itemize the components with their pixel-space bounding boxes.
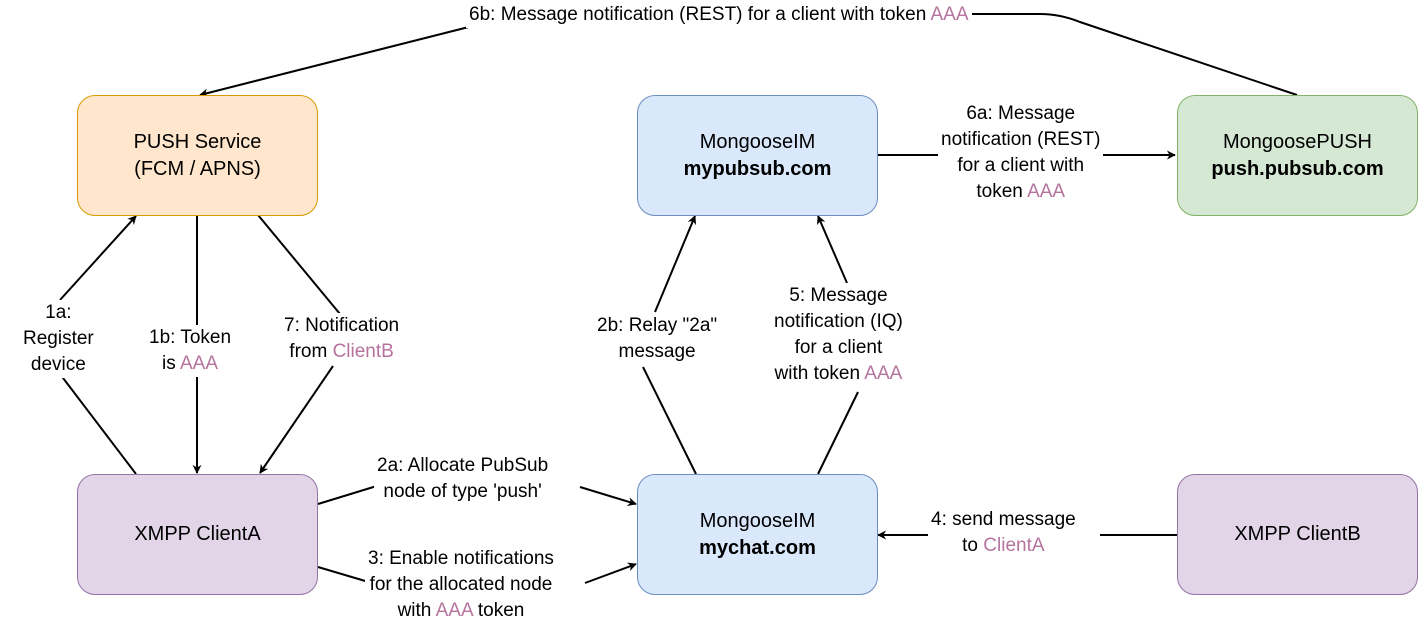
- mongooseim-pubsub-node[interactable]: MongooseIM mypubsub.com: [637, 95, 878, 216]
- mongooseim-chat-title: MongooseIM: [699, 509, 816, 532]
- mongoosepush-node[interactable]: MongoosePUSH push.pubsub.com: [1177, 95, 1418, 216]
- edge-label-1b: 1b: Token is AAA: [146, 325, 235, 377]
- edge-label-1a-line3: device: [30, 354, 86, 375]
- mongooseim-chat-node[interactable]: MongooseIM mychat.com: [637, 474, 878, 595]
- mongoosepush-title: MongoosePUSH: [1223, 130, 1372, 153]
- client-highlight: ClientA: [983, 535, 1045, 556]
- token-highlight: AAA: [930, 4, 969, 25]
- edge-label-1b-line1: 1b: Token: [149, 327, 232, 348]
- edge-label-3-line3: with AAA token: [368, 598, 554, 624]
- edge-label-6a-line3: for a client with: [957, 155, 1085, 176]
- edge-label-6a-line4: token AAA: [941, 179, 1100, 205]
- edge-label-6a-line1: 6a: Message: [966, 103, 1076, 124]
- xmpp-client-a-title: XMPP ClientA: [134, 523, 261, 545]
- edge-label-6b: 6b: Message notification (REST) for a cl…: [466, 2, 972, 28]
- edge-label-6a: 6a: Message notification (REST) for a cl…: [938, 101, 1104, 205]
- edge-label-5: 5: Message notification (IQ) for a clien…: [771, 283, 906, 387]
- edge-label-4-line1: 4: send message: [931, 509, 1076, 530]
- mongooseim-pubsub-title: MongooseIM: [699, 130, 816, 153]
- xmpp-client-a-node[interactable]: XMPP ClientA: [77, 474, 318, 595]
- edge-label-6b-text: 6b: Message notification (REST) for a cl…: [469, 4, 931, 25]
- edge-label-2a-line2: node of type 'push': [383, 481, 542, 502]
- edge-label-1b-line2-text: is: [162, 353, 180, 374]
- token-highlight: AAA: [1027, 181, 1066, 202]
- xmpp-client-b-title: XMPP ClientB: [1234, 523, 1361, 545]
- edge-label-4: 4: send message to ClientA: [928, 507, 1079, 559]
- edge-5: [817, 391, 859, 475]
- edge-label-7: 7: Notification from ClientB: [281, 313, 403, 365]
- edge-label-7-line2: from ClientB: [284, 339, 399, 365]
- mongooseim-chat-domain: mychat.com: [699, 536, 816, 559]
- mongooseim-pubsub-domain: mypubsub.com: [683, 157, 832, 180]
- push-service-subtitle: (FCM / APNS): [134, 157, 261, 180]
- edge-label-4-line2-text: to: [962, 535, 984, 556]
- edge-label-3-line3-text-a: with: [397, 600, 436, 621]
- edge-label-5-line1: 5: Message: [789, 285, 888, 306]
- edge-label-3-line2: for the allocated node: [369, 574, 553, 595]
- edge-label-3: 3: Enable notifications for the allocate…: [365, 546, 557, 624]
- push-service-title: PUSH Service: [133, 130, 262, 153]
- edge-label-7-line2-text: from: [289, 341, 333, 362]
- xmpp-client-b-node[interactable]: XMPP ClientB: [1177, 474, 1418, 595]
- token-highlight: AAA: [179, 353, 219, 374]
- edge-label-2b-line1: 2b: Relay "2a": [597, 315, 718, 336]
- edge-label-5-line4: with token AAA: [774, 361, 903, 387]
- edge-label-3-line3-text-b: token: [472, 600, 525, 621]
- edge-label-6a-line4-text: token: [976, 181, 1028, 202]
- push-service-node[interactable]: PUSH Service (FCM / APNS): [77, 95, 318, 216]
- edge-7: [258, 215, 260, 473]
- edge-label-2b: 2b: Relay "2a" message: [594, 313, 721, 365]
- edge-label-2a: 2a: Allocate PubSub node of type 'push': [374, 453, 552, 505]
- mongoosepush-domain: push.pubsub.com: [1211, 157, 1384, 180]
- edge-label-1a: 1a: Register device: [20, 300, 97, 378]
- edge-label-5-line2: notification (IQ): [774, 311, 903, 332]
- edge-2a: [317, 484, 381, 505]
- edge-label-4-line2: to ClientA: [931, 533, 1076, 559]
- edge-label-5-line4-text: with token: [774, 363, 865, 384]
- edge-6b: [199, 13, 1298, 98]
- edge-label-6a-line2: notification (REST): [941, 129, 1101, 150]
- edge-label-1b-line2: is AAA: [149, 351, 231, 377]
- edge-label-1a-line1: 1a:: [45, 302, 72, 323]
- edge-label-1a-line2: Register: [23, 328, 94, 349]
- client-highlight: ClientB: [332, 341, 394, 362]
- edge-label-2a-line1: 2a: Allocate PubSub: [377, 455, 549, 476]
- edge-2b: [642, 366, 697, 475]
- token-highlight: AAA: [864, 363, 903, 384]
- edge-label-5-line3: for a client: [794, 337, 883, 358]
- edge-3: [317, 566, 373, 584]
- edge-label-3-line1: 3: Enable notifications: [368, 548, 554, 569]
- edge-label-7-line1: 7: Notification: [284, 315, 400, 336]
- token-highlight: AAA: [435, 600, 473, 621]
- edge-label-2b-line2: message: [618, 341, 696, 362]
